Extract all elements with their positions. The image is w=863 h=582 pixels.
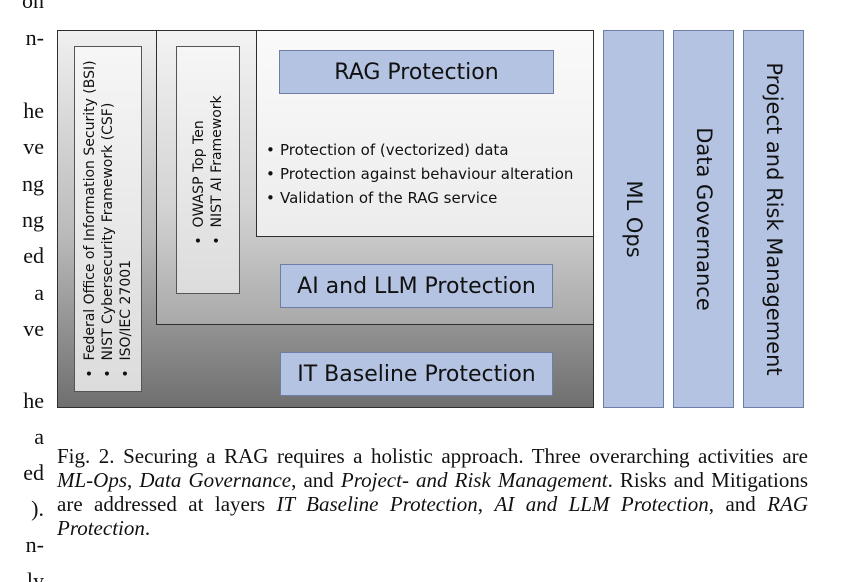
ai-llm-protection-label: AI and LLM Protection xyxy=(280,264,553,308)
standard-item: • NIST AI Framework xyxy=(209,95,225,245)
rag-bullet: Protection of (vectorized) data xyxy=(266,138,573,162)
text-fragment: ve xyxy=(23,316,44,341)
standards-box-outer: • Federal Office of Information Security… xyxy=(74,46,142,392)
activity-project-risk-management: Project and Risk Management xyxy=(743,30,804,408)
standards-list-mid: • OWASP Top Ten • NIST AI Framework xyxy=(190,95,226,244)
standard-item: • ISO/IEC 27001 xyxy=(118,259,134,378)
standard-item: • OWASP Top Ten xyxy=(191,120,207,245)
it-baseline-protection-label: IT Baseline Protection xyxy=(280,352,553,396)
standards-list-outer: • Federal Office of Information Security… xyxy=(81,60,135,377)
text-fragment: ng xyxy=(22,171,44,196)
text-fragment: ed xyxy=(23,243,44,268)
text-fragment: on xyxy=(22,0,44,13)
text-fragment: ly xyxy=(26,568,44,582)
rag-bullet-list: Protection of (vectorized) data Protecti… xyxy=(266,138,573,210)
text-fragment: ed xyxy=(23,460,44,485)
figure-caption: Fig. 2. Securing a RAG requires a holist… xyxy=(57,444,809,540)
activity-label: Data Governance xyxy=(691,127,716,311)
rag-bullet: Protection against behaviour alteration xyxy=(266,162,573,186)
text-fragment: ng xyxy=(22,207,44,232)
rag-protection-label: RAG Protection xyxy=(279,50,554,94)
text-fragment: ve xyxy=(23,134,44,159)
text-fragment: he xyxy=(23,98,44,123)
standards-box-mid: • OWASP Top Ten • NIST AI Framework xyxy=(176,46,240,294)
activity-label: Project and Risk Management xyxy=(761,62,786,376)
standard-item: • NIST Cybersecurity Framework (CSF) xyxy=(100,102,116,378)
text-fragment: n- xyxy=(25,25,44,50)
activity-label: ML Ops xyxy=(621,180,646,258)
rag-bullet: Validation of the RAG service xyxy=(266,186,573,210)
activity-data-governance: Data Governance xyxy=(673,30,734,408)
text-fragment: a xyxy=(34,424,44,449)
text-fragment: ). xyxy=(31,496,44,521)
text-fragment: a xyxy=(34,280,44,305)
text-fragment: he xyxy=(23,388,44,413)
text-fragment: n- xyxy=(25,532,44,557)
activity-ml-ops: ML Ops xyxy=(603,30,664,408)
left-text-column: on n- he ve ng ng ed a ve he a ed ). n- … xyxy=(0,0,48,582)
standard-item: • Federal Office of Information Security… xyxy=(82,60,98,378)
